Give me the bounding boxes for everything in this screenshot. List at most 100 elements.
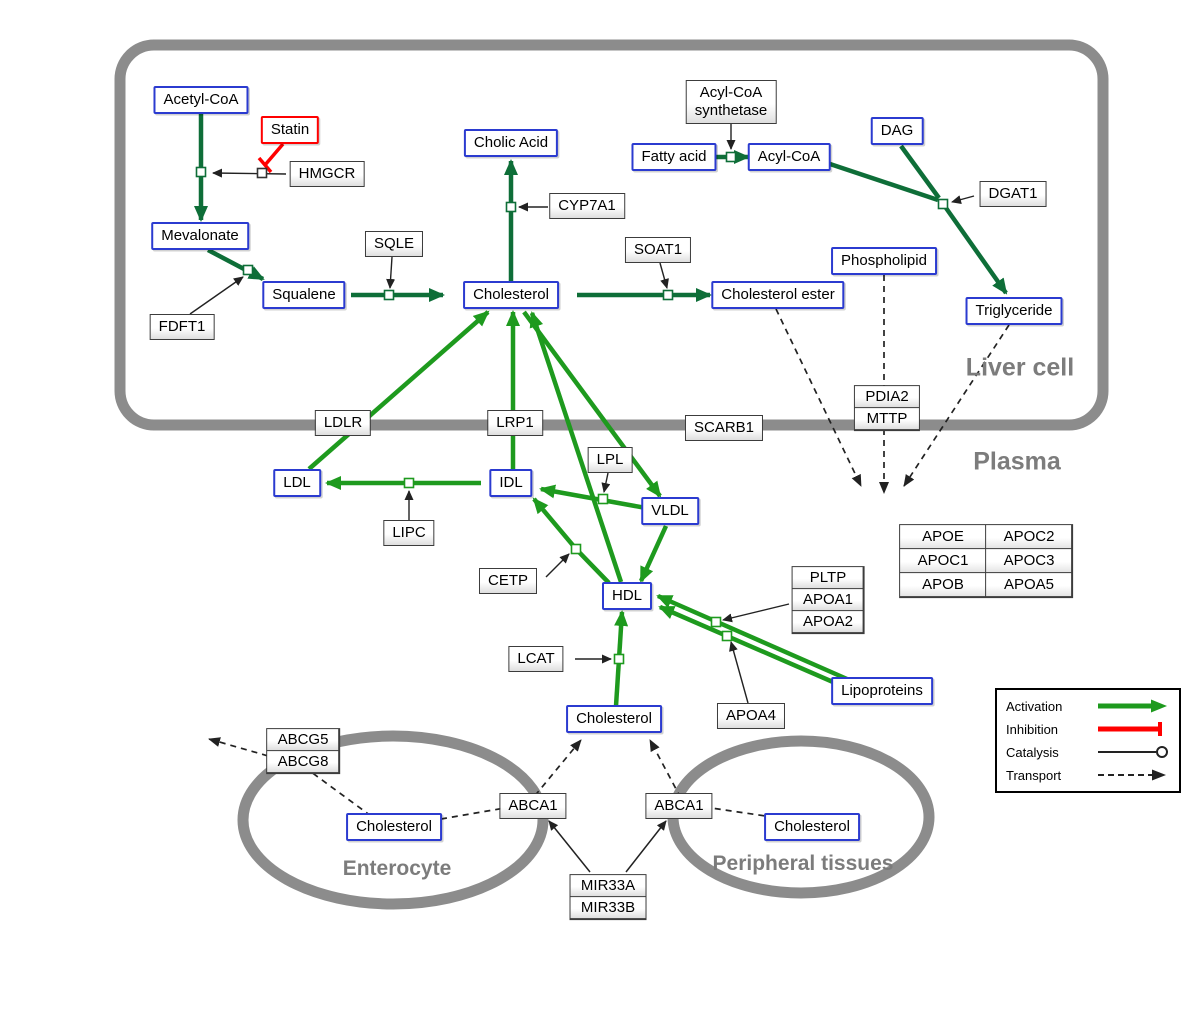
node-scarb1[interactable]: SCARB1 [684,415,764,441]
node-mir33b[interactable]: MIR33B [570,897,646,919]
apo-cell-apob[interactable]: APOB [900,573,986,597]
edge-sqle-catalysis [386,256,396,289]
node-triglyceride[interactable]: Triglyceride [965,297,1063,325]
node-hmgcr[interactable]: HMGCR [289,161,365,187]
node-lcat[interactable]: LCAT [508,646,564,672]
node-pdia2[interactable]: PDIA2 [855,386,919,408]
node-abca1-enterocyte[interactable]: ABCA1 [499,793,567,819]
node-phospholipid[interactable]: Phospholipid [831,247,937,275]
node-vldl[interactable]: VLDL [641,497,699,525]
reaction-node-acylcoa-synthetase [725,151,737,163]
region-label-plasma: Plasma [973,447,1061,476]
reaction-node-apoa4 [721,630,733,642]
node-lipc[interactable]: LIPC [383,520,435,546]
node-cetp[interactable]: CETP [478,568,538,594]
hmgcr-catalysis-port [256,167,268,179]
acyl-coa-synthetase-line2: synthetase [694,102,768,119]
edge-hdl-to-liver-cholesterol [529,311,624,583]
edge-cholesterol-to-vldl [522,310,662,498]
stack-pltp-apoa1-apoa2: PLTP APOA1 APOA2 [791,566,865,634]
node-hdl[interactable]: HDL [601,582,653,610]
node-cholesterol-enterocyte[interactable]: Cholesterol [346,813,442,841]
legend: Activation Inhibition Catalysis Transpor… [995,688,1181,793]
node-cholic-acid[interactable]: Cholic Acid [463,129,559,157]
node-apoa4[interactable]: APOA4 [716,703,786,729]
node-mevalonate[interactable]: Mevalonate [151,222,249,250]
edge-hmgcr-catalysis [212,168,287,178]
edge-dag-to-dgat1-junction [899,144,941,200]
node-apoa1[interactable]: APOA1 [792,589,864,611]
node-dgat1[interactable]: DGAT1 [979,181,1047,207]
node-lipoproteins[interactable]: Lipoproteins [831,677,933,705]
stack-pdia2-mttp: PDIA2 MTTP [853,385,921,431]
apo-cell-apoc1[interactable]: APOC1 [900,549,986,573]
edge-ldl-uptake-ldlr [307,310,490,471]
node-lrp1[interactable]: LRP1 [487,410,543,436]
apo-cell-apoc2[interactable]: APOC2 [986,525,1072,549]
node-apoa2[interactable]: APOA2 [792,611,864,633]
reaction-node-sqle [383,289,395,301]
edge-mir33-to-abca1-peripheral [625,820,667,873]
legend-label-activation: Activation [1006,698,1063,714]
inhibition-tbar-icon [1098,722,1162,736]
node-fdft1[interactable]: FDFT1 [149,314,215,340]
stack-abcg5-abcg8: ABCG5 ABCG8 [266,728,340,774]
reaction-node-dgat1 [937,198,949,210]
region-label-peripheral-tissues: Peripheral tissues [712,852,894,875]
node-abcg8[interactable]: ABCG8 [267,751,339,773]
edge-acylcoa-to-dgat1-junction [826,160,939,203]
node-mir33a[interactable]: MIR33A [570,875,646,897]
node-cholesterol-ester[interactable]: Cholesterol ester [711,281,845,309]
apo-cell-apoe[interactable]: APOE [900,525,986,549]
node-soat1[interactable]: SOAT1 [624,237,692,263]
edge-lipoproteins-to-hdl-lower [658,604,857,695]
node-acetyl-coa[interactable]: Acetyl-CoA [153,86,249,114]
edge-lpl-catalysis [601,472,611,493]
node-pltp[interactable]: PLTP [792,567,864,589]
edge-vldl-to-idl-lpl [539,484,647,511]
liver-cell-membrane [114,39,1109,431]
node-mttp[interactable]: MTTP [855,408,919,430]
enterocyte-membrane [237,730,549,910]
node-acyl-coa[interactable]: Acyl-CoA [747,143,831,171]
reaction-node-soat1 [662,289,674,301]
node-cholesterol-plasma[interactable]: Cholesterol [566,705,662,733]
legend-row-activation: Activation [1006,697,1170,715]
acyl-coa-synthetase-line1: Acyl-CoA [699,84,763,101]
catalysis-circle-icon [1098,746,1168,758]
reaction-node-cetp [570,543,582,555]
activation-arrow-icon [1098,699,1167,713]
node-sqle[interactable]: SQLE [364,231,424,257]
region-label-liver-cell: Liver cell [965,353,1075,382]
reaction-node-lipc [403,477,415,489]
node-statin[interactable]: Statin [260,116,320,144]
node-cholesterol-peripheral[interactable]: Cholesterol [764,813,860,841]
apo-cell-apoc3[interactable]: APOC3 [986,549,1072,573]
legend-label-transport: Transport [1006,767,1062,783]
transport-dashed-arrow-icon [1098,769,1166,781]
legend-row-transport: Transport [1006,766,1170,784]
node-abca1-peripheral[interactable]: ABCA1 [645,793,713,819]
node-fatty-acid[interactable]: Fatty acid [631,143,717,171]
node-abcg5[interactable]: ABCG5 [267,729,339,751]
node-lpl[interactable]: LPL [587,447,633,473]
apo-cell-apoa5[interactable]: APOA5 [986,573,1072,597]
node-cyp7a1[interactable]: CYP7A1 [549,193,625,219]
node-squalene[interactable]: Squalene [262,281,346,309]
edge-pltp-apoa-regulation [722,603,790,623]
node-ldl[interactable]: LDL [273,469,321,497]
node-ldlr[interactable]: LDLR [314,410,372,436]
region-label-enterocyte: Enterocyte [342,857,452,880]
statin-inhibition-tbar [257,156,273,174]
node-acyl-coa-synthetase[interactable]: Acyl-CoA synthetase [685,80,777,124]
edge-statin-inhibits-hmgcr [263,142,285,167]
reaction-node-fdft1 [242,264,254,276]
edge-apoa4-regulation [729,641,749,704]
node-idl[interactable]: IDL [489,469,533,497]
legend-label-catalysis: Catalysis [1006,744,1059,760]
node-cholesterol-liver[interactable]: Cholesterol [463,281,559,309]
node-dag[interactable]: DAG [870,117,924,145]
reaction-node-cyp7a1 [505,201,517,213]
